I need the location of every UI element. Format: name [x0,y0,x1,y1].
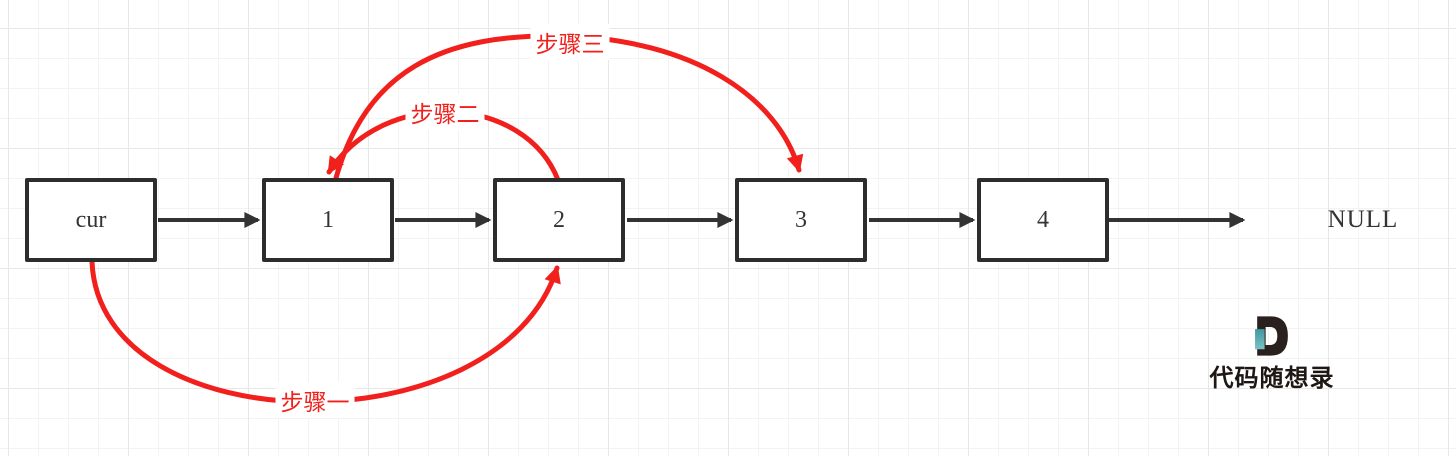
step1-arc-cur-to-2 [89,259,561,405]
node-label: 3 [795,206,807,233]
step3-label: 步骤三 [530,24,610,60]
node-box-4: 4 [977,178,1109,262]
logo-d-icon [1255,316,1288,356]
node-box-3: 3 [735,178,867,262]
site-logo: 代码随想录 [1204,316,1340,393]
step1-label: 步骤一 [275,382,355,418]
node-box-cur: cur [25,178,157,262]
logo-text: 代码随想录 [1209,366,1335,392]
node-label: 4 [1037,206,1049,233]
node-box-2: 2 [493,178,625,262]
node-box-1: 1 [262,178,394,262]
node-label: 2 [553,206,565,233]
step2-label: 步骤二 [405,94,485,130]
node-label: cur [75,206,107,233]
null-terminator-label: NULL [1327,206,1399,233]
node-label: 1 [322,206,334,233]
